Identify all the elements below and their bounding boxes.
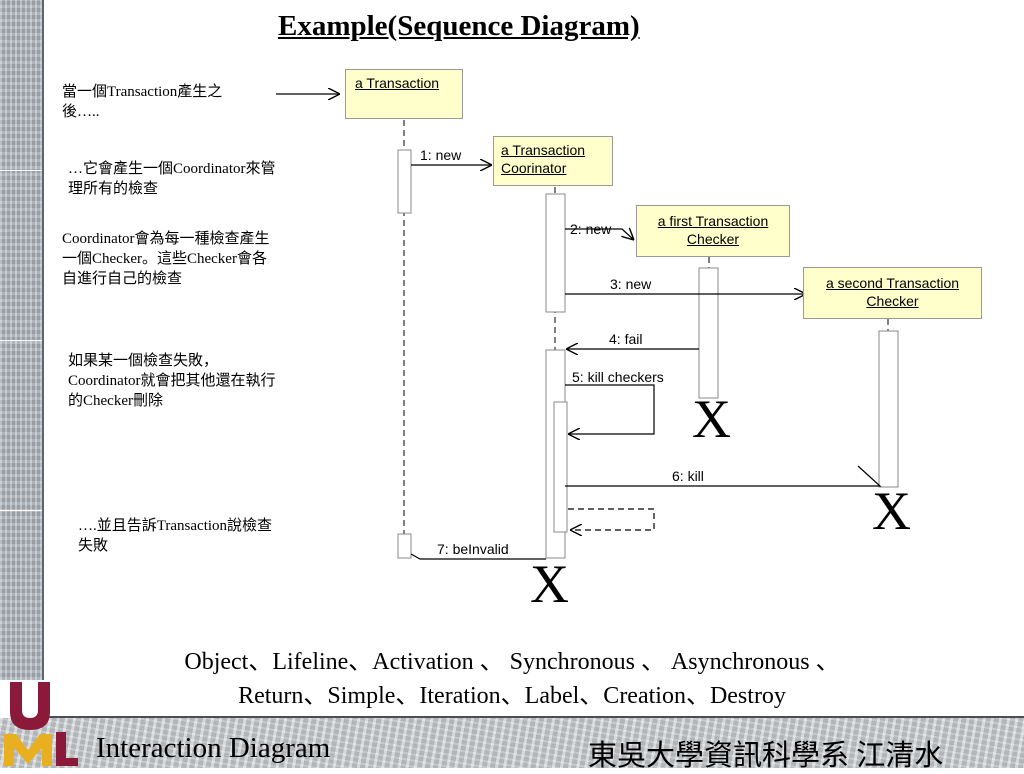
message-3-label: 3: new — [610, 276, 652, 292]
footer-band — [0, 718, 1024, 768]
message-7-label: 7: beInvalid — [437, 541, 509, 557]
slide-title: Example(Sequence Diagram) — [278, 10, 640, 42]
activation-transaction-2 — [397, 533, 412, 559]
return-arrow — [568, 508, 655, 530]
sidebar-divider — [0, 510, 44, 511]
message-6-label: 6: kill — [672, 468, 704, 484]
activation-coordinator-1 — [545, 193, 566, 313]
footer-title: Interaction Diagram — [96, 732, 331, 764]
footer-author: 東吳大學資訊科學系 江清水 — [588, 740, 944, 772]
sidebar-divider — [0, 340, 44, 341]
object-second-checker: a second Transaction Checker — [803, 267, 982, 319]
note-checkers-created: Coordinator會為每一種檢查產生一個Checker。這些Checker會… — [62, 231, 270, 287]
activation-coordinator-3 — [553, 401, 568, 533]
activation-transaction-1 — [397, 149, 412, 214]
footer-divider — [44, 716, 1024, 718]
object-first-checker: a first Transaction Checker — [636, 205, 790, 257]
destroy-mark-second-checker: X — [872, 481, 911, 541]
object-transaction: a Transaction — [345, 69, 463, 119]
message-2-label: 2: new — [570, 221, 612, 237]
note-transaction-created: 當一個Transaction產生之後….. — [62, 84, 223, 120]
note-check-failed: 如果某一個檢查失敗，Coordinator就會把其他還在執行的Checker刪除 — [68, 353, 276, 409]
destroy-mark-coordinator: X — [530, 554, 569, 614]
sidebar-divider — [0, 170, 44, 171]
note-tell-transaction: ….並且告訴Transaction說檢查失敗 — [78, 518, 273, 554]
object-label: a Transaction — [355, 75, 440, 91]
legend-line-1: Object、Lifeline、Activation 、 Synchronous… — [184, 649, 840, 675]
message-4-label: 4: fail — [609, 331, 643, 347]
object-label: a second Transaction Checker — [825, 275, 960, 309]
message-2-arrow — [565, 229, 634, 240]
destroy-mark-first-checker: X — [692, 389, 731, 449]
activation-first-checker — [698, 267, 719, 399]
sidebar-edge — [42, 0, 44, 680]
sidebar-texture — [0, 0, 44, 680]
message-5-label: 5: kill checkers — [572, 369, 664, 385]
message-6-arrow — [565, 465, 882, 487]
message-1-label: 1: new — [420, 147, 462, 163]
object-transaction-coordinator: a Transaction Coorinator — [493, 136, 613, 186]
object-label: a Transaction Coorinator — [501, 142, 586, 176]
legend-line-2: Return、Simple、Iteration、Label、Creation、D… — [238, 683, 786, 709]
uml-logo-icon — [4, 682, 78, 766]
object-label: a first Transaction Checker — [657, 213, 769, 247]
activation-second-checker — [878, 330, 899, 488]
message-7-arrow — [410, 553, 546, 560]
note-coordinator-created: …它會產生一個Coordinator來管理所有的檢查 — [68, 161, 276, 197]
message-5-arrow — [565, 384, 655, 434]
